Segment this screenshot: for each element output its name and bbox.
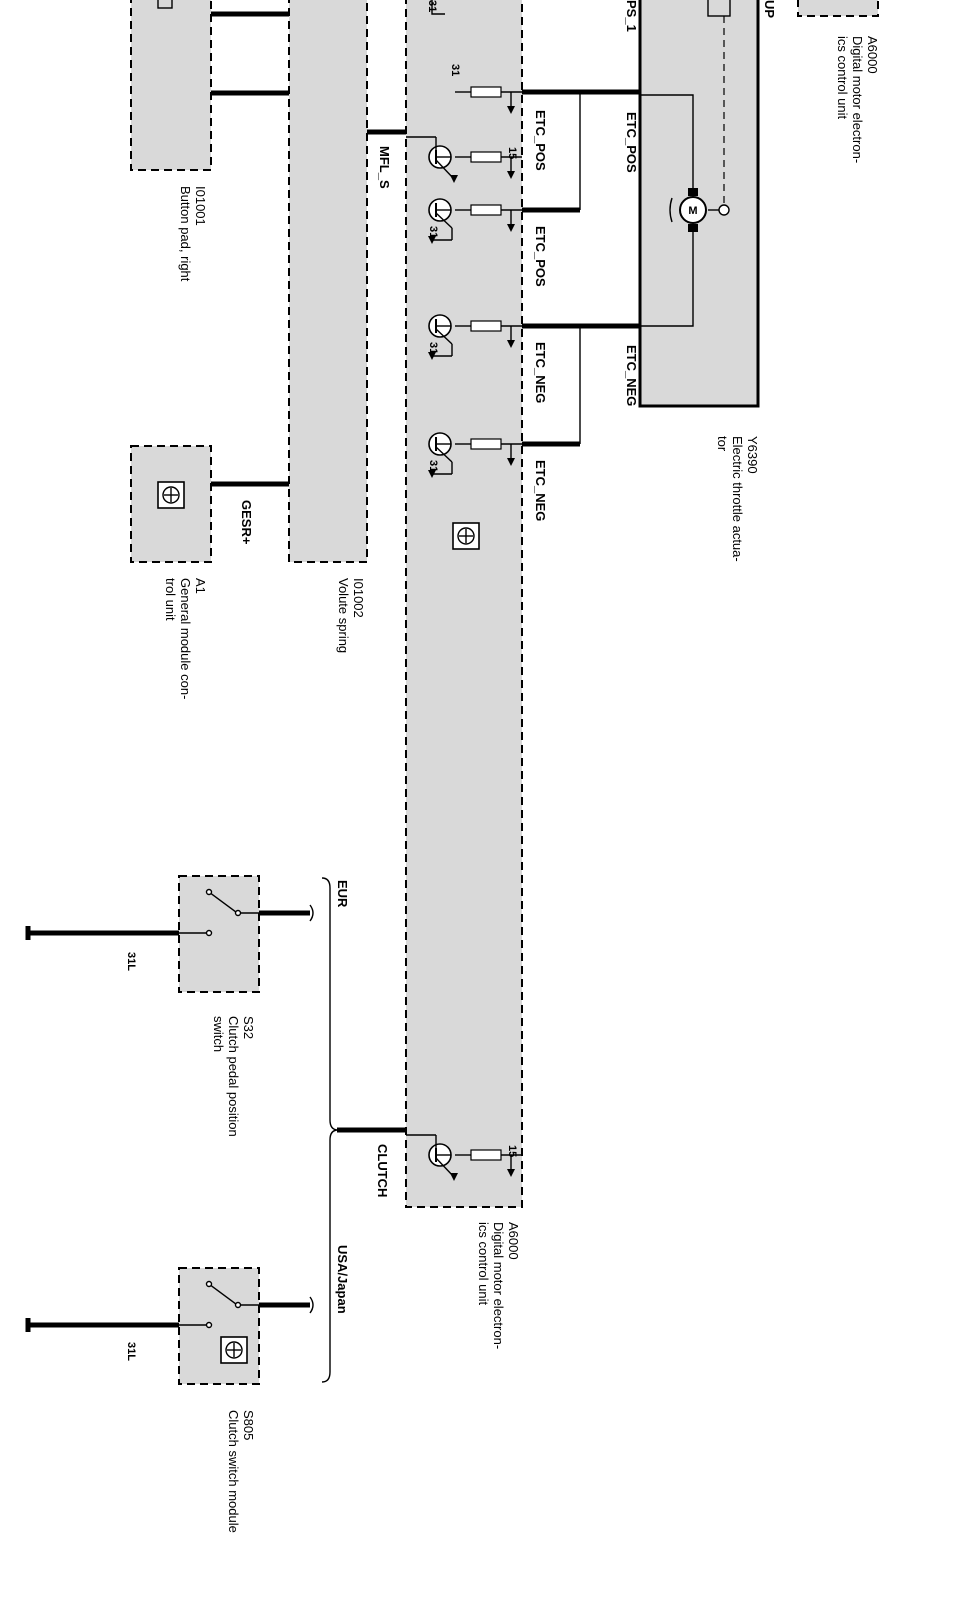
s32-box [178,875,260,993]
svg-text:31: 31 [427,342,439,354]
a6000-pin-etc-pos-2: ETC_POS [533,226,548,287]
a6000-pin-etc-pos-1: ETC_POS [533,110,548,171]
s805-switch-contact [179,1280,259,1329]
svg-text:I01001: I01001 [193,186,208,226]
a1-label: A1 General module con- trol unit [163,578,208,699]
svg-text:15: 15 [506,1145,518,1157]
region-brace [321,877,339,1383]
a6000-bottom-label: A6000 Digital motor electron- ics contro… [476,1222,521,1349]
i01001-box [130,0,212,171]
a6000-pin-etc-neg-1: ETC_NEG [533,342,548,403]
svg-text:S805: S805 [241,1410,256,1440]
signal-mfl-s-label: MFL_S [377,146,392,189]
svg-text:31: 31 [427,226,439,238]
y6390-connector-block [707,0,731,17]
svg-text:Digital motor electron-: Digital motor electron- [850,36,865,163]
y6390-pin-etc-neg: ETC_NEG [624,345,639,406]
s805-ecu-icon [220,1336,248,1364]
svg-text:A6000: A6000 [865,36,880,74]
i01002-box [288,0,368,563]
svg-text:trol unit: trol unit [163,578,178,621]
svg-text:Y6390: Y6390 [745,436,760,474]
svg-text:General module con-: General module con- [178,578,193,699]
a6000-pin-etc-neg-2: ETC_NEG [533,460,548,521]
svg-text:Digital motor electron-: Digital motor electron- [491,1222,506,1349]
stage-clutch: 15 [406,1134,522,1181]
y6390-pin-etc-pos: ETC_POS [624,112,639,173]
a6000-main-box [405,0,523,1208]
svg-text:31: 31 [449,64,461,76]
y6390-label: Y6390 Electric throttle actua- tor [715,436,760,562]
i01001-label: I01001 Button pad, right [178,186,208,282]
signal-up-label: UP [762,0,777,18]
svg-text:Electric throttle actua-: Electric throttle actua- [730,436,745,562]
svg-text:ics control unit: ics control unit [835,36,850,119]
svg-text:15: 15 [506,147,518,159]
a6000-ecu-icon [452,522,480,550]
signal-gesr-label: GESR+ [239,500,254,545]
signal-clutch-label: CLUTCH [375,1144,390,1197]
a6000-top-label: A6000 Digital motor electron- ics contro… [835,36,880,163]
svg-text:switch: switch [211,1016,226,1052]
s805-label: S805 Clutch switch module [226,1410,256,1533]
region-eur-label: EUR [335,880,350,908]
etc-pos-pulldown: 31 [449,64,522,114]
s32-ground-label: 31L [125,952,137,971]
svg-text:tor: tor [715,436,730,452]
motor-symbol: M [669,188,707,232]
svg-text:ics control unit: ics control unit [476,1222,491,1305]
stage-etc-pos: 31 [427,198,522,244]
svg-text:Clutch switch module: Clutch switch module [226,1410,241,1533]
svg-text:I01002: I01002 [351,578,366,618]
a6000-top-box [797,0,879,17]
svg-text:31: 31 [427,460,439,472]
stage-etc-neg-1: 31 [427,314,522,360]
stage-mfl-s: 15 [406,136,522,183]
s805-box [178,1267,260,1385]
signal-ps1-label: PS_1 [624,0,639,32]
s32-label: S32 Clutch pedal position switch [211,1016,256,1137]
svg-text:A1: A1 [193,578,208,594]
a6000-output-stages: 15 31 31 31 15 [406,136,522,1181]
i01002-label: I01002 Volute spring [336,578,366,653]
s32-switch-contact [179,888,259,937]
region-usa-japan-label: USA/Japan [335,1245,350,1314]
svg-text:Volute spring: Volute spring [336,578,351,653]
svg-text:A6000: A6000 [506,1222,521,1260]
svg-text:M: M [688,205,697,217]
svg-text:Clutch pedal position: Clutch pedal position [226,1016,241,1137]
s805-ground-label: 31L [125,1342,137,1361]
svg-text:31: 31 [426,0,438,12]
svg-text:S32: S32 [241,1016,256,1039]
stage-etc-neg-2: 31 [427,432,522,478]
svg-text:Button pad, right: Button pad, right [178,186,193,282]
a1-ecu-icon [157,481,185,509]
